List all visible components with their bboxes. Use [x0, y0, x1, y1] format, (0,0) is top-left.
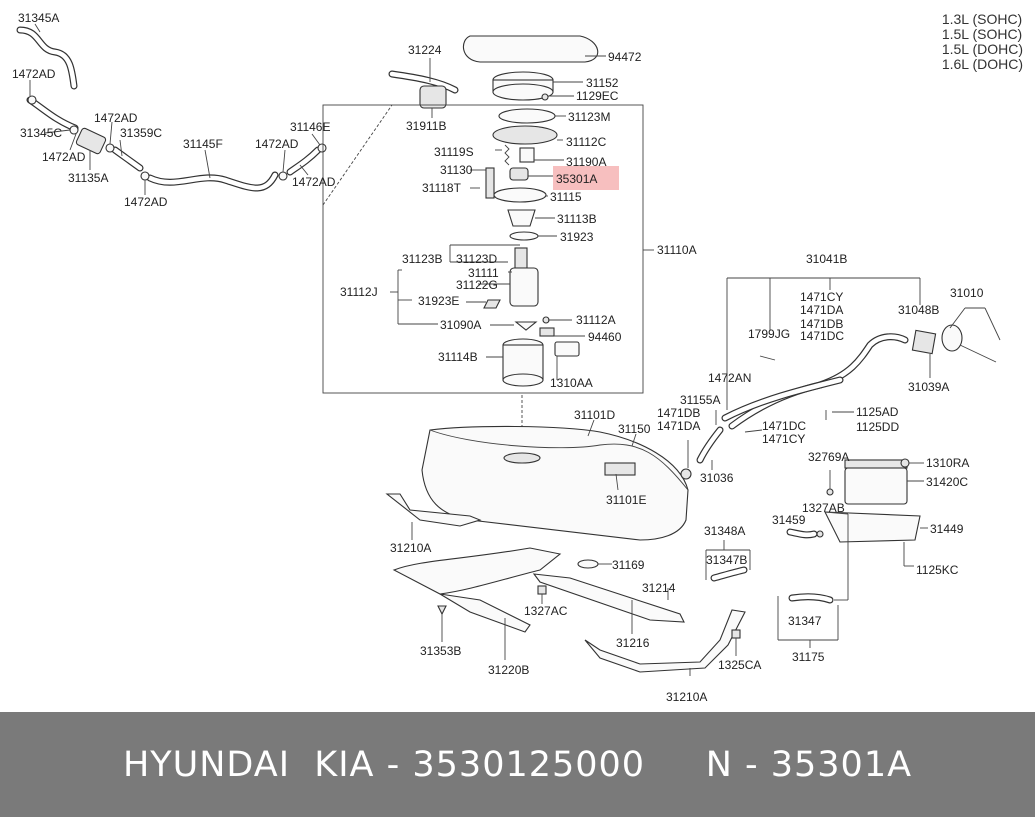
canister [705, 458, 928, 648]
label-31010: 31010 [950, 286, 984, 300]
label-1472AD: 1472AD [255, 137, 299, 151]
label-1125AD: 1125AD [856, 405, 899, 419]
label-31216: 31216 [616, 636, 650, 650]
engine-variant: 1.6L (DOHC) [941, 56, 1023, 72]
part-labels: 31345A 1472AD 31345C 1472AD 31359C 1472A… [12, 11, 984, 704]
label-94472: 94472 [608, 50, 642, 64]
highlight-box-35301A [553, 166, 619, 190]
label-31041B: 31041B [806, 252, 847, 266]
label-31123D: 31123D [456, 252, 497, 266]
label-35301A: 35301A [556, 172, 597, 186]
label-1472AD: 1472AD [42, 150, 86, 164]
label-1125KC: 1125KC [916, 563, 959, 577]
label-1799JG: 1799JG [748, 327, 790, 341]
label-31459: 31459 [772, 513, 806, 527]
engine-variant: 1.5L (SOHC) [941, 26, 1023, 42]
label-1310AA: 1310AA [550, 376, 593, 390]
label-31923: 31923 [560, 230, 594, 244]
fuel-filter [388, 58, 459, 118]
label-31039A: 31039A [908, 380, 949, 394]
label-1472AD: 1472AD [94, 111, 138, 125]
label-31224: 31224 [408, 43, 442, 57]
label-31112J: 31112J [340, 285, 378, 299]
label-31175: 31175 [792, 650, 825, 664]
filler-neck [696, 277, 1001, 470]
label-31036: 31036 [700, 471, 734, 485]
label-31113B: 31113B [557, 212, 597, 226]
label-1471DB: 1471DB [657, 406, 700, 420]
label-31118T: 31118T [422, 181, 462, 195]
label-1471DC: 1471DC [762, 419, 806, 433]
label-1471CY: 1471CY [762, 432, 805, 446]
label-31353B: 31353B [420, 644, 461, 658]
label-1472AN: 1472AN [708, 371, 751, 385]
label-1471DC: 1471DC [800, 329, 844, 343]
fuel-pump-assembly [322, 35, 654, 440]
label-31090A: 31090A [440, 318, 481, 332]
label-31135A: 31135A [68, 171, 108, 185]
label-31101D: 31101D [574, 408, 615, 422]
label-31169: 31169 [612, 558, 645, 572]
part-number-caption: HYUNDAI KIA - 3530125000 N - 35301A [122, 744, 913, 785]
label-31110A: 31110A [657, 243, 697, 257]
fuel-tank [421, 419, 692, 541]
label-1471CY: 1471CY [800, 290, 843, 304]
label-31112A: 31112A [576, 313, 616, 327]
label-1125DD: 1125DD [856, 420, 899, 434]
label-31210A: 31210A [666, 690, 707, 704]
label-31345A: 31345A [18, 11, 59, 25]
label-31210A: 31210A [390, 541, 431, 555]
label-31114B: 31114B [438, 350, 478, 364]
label-31101E: 31101E [606, 493, 646, 507]
label-32769A: 32769A [808, 450, 849, 464]
engine-variant-list: 1.3L (SOHC) 1.5L (SOHC) 1.5L (DOHC) 1.6L… [942, 12, 1023, 72]
fuel-system-parts-diagram: 31345A 1472AD 31345C 1472AD 31359C 1472A… [12, 11, 1001, 704]
label-1327AC: 1327AC [524, 604, 568, 618]
label-31150: 31150 [618, 422, 651, 436]
label-1472AD: 1472AD [124, 195, 168, 209]
label-31359C: 31359C [120, 126, 162, 140]
label-31420C: 31420C [926, 475, 968, 489]
label-31152: 31152 [586, 76, 619, 90]
footer-bar: HYUNDAI KIA - 3530125000 N - 35301A [0, 712, 1035, 817]
fuel-line-assembly [16, 23, 327, 195]
label-31449: 31449 [930, 522, 964, 536]
label-1472AD: 1472AD [292, 175, 336, 189]
label-31220B: 31220B [488, 663, 529, 677]
label-31111: 31111 [468, 266, 499, 280]
label-1471DA: 1471DA [800, 303, 843, 317]
label-31122G: 31122G [456, 278, 498, 292]
label-1471DA: 1471DA [657, 419, 700, 433]
label-31048B: 31048B [898, 303, 939, 317]
label-31145F: 31145F [183, 137, 223, 151]
label-31123M: 31123M [568, 110, 610, 124]
label-31119S: 31119S [434, 145, 474, 159]
label-1472AD: 1472AD [12, 67, 56, 81]
engine-variant: 1.3L (SOHC) [941, 11, 1023, 27]
label-31155A: 31155A [680, 393, 720, 407]
label-31115: 31115 [550, 190, 582, 204]
label-31146E: 31146E [290, 120, 330, 134]
label-31190A: 31190A [566, 155, 606, 169]
engine-variant: 1.5L (DOHC) [941, 41, 1023, 57]
label-31923E: 31923E [418, 294, 459, 308]
label-31130: 31130 [440, 163, 473, 177]
label-1325CA: 1325CA [718, 658, 761, 672]
label-31112C: 31112C [566, 135, 607, 149]
label-94460: 94460 [588, 330, 622, 344]
label-1327AB: 1327AB [802, 501, 845, 515]
label-1129EC: 1129EC [576, 89, 619, 103]
label-31214: 31214 [642, 581, 676, 595]
label-1310RA: 1310RA [926, 456, 969, 470]
label-31347: 31347 [788, 614, 822, 628]
label-31911B: 31911B [406, 119, 446, 133]
label-31123B: 31123B [402, 252, 442, 266]
label-31345C: 31345C [20, 126, 62, 140]
tank-straps [385, 493, 746, 676]
label-31347B: 31347B [706, 553, 747, 567]
label-1471DB: 1471DB [800, 317, 843, 331]
label-31348A: 31348A [704, 524, 745, 538]
